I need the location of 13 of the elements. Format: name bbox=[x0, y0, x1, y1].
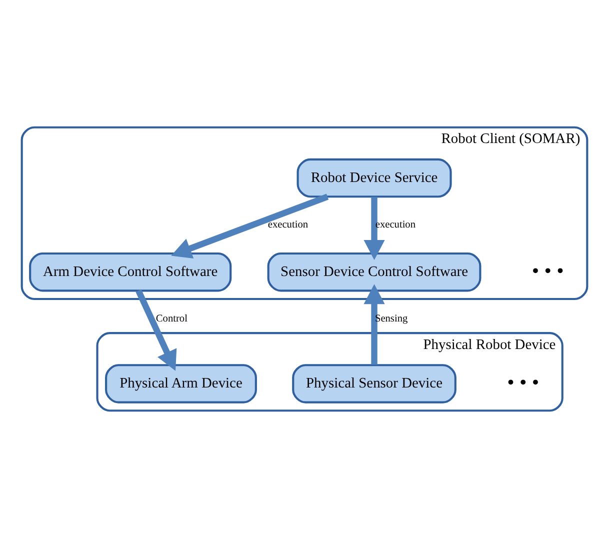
edge-label: execution bbox=[267, 220, 308, 231]
node-box: Arm Device Control Software bbox=[28, 252, 232, 292]
label: • • • bbox=[531, 260, 564, 282]
arrow bbox=[363, 284, 384, 365]
arrow bbox=[170, 194, 328, 258]
arrow bbox=[363, 196, 384, 260]
node-box: Physical Sensor Device bbox=[292, 364, 456, 404]
node-box: Sensor Device Control Software bbox=[266, 252, 481, 292]
node-box: Robot Device Service bbox=[296, 158, 452, 198]
node-box: Physical Arm Device bbox=[104, 364, 256, 404]
arrow bbox=[135, 289, 176, 371]
edge-label: Control bbox=[155, 314, 187, 325]
label: • • • bbox=[506, 372, 539, 394]
